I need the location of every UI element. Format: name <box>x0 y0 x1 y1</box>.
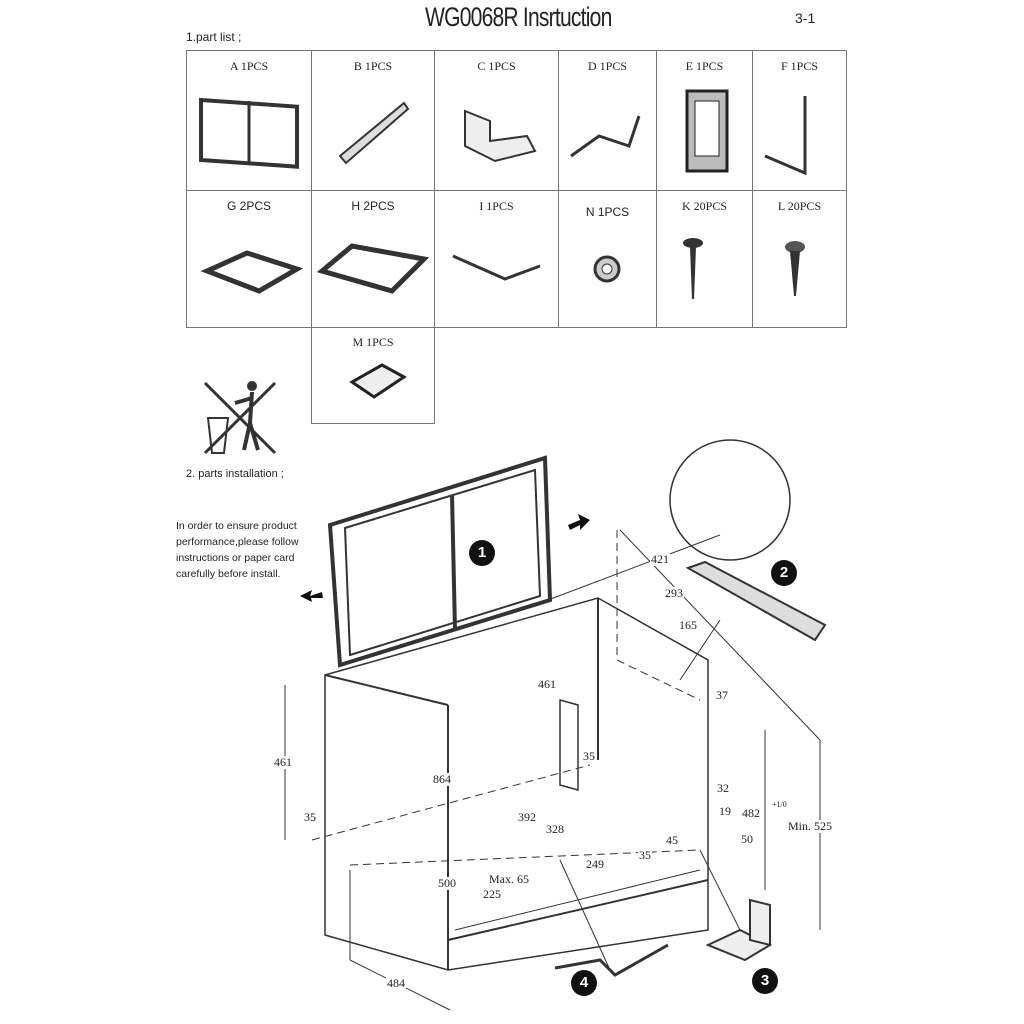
part-label: M 1PCS <box>352 335 394 349</box>
part-cell-m: M 1PCS <box>311 327 435 424</box>
dimension-label: 45 <box>665 833 679 847</box>
page-number: 3-1 <box>795 10 816 26</box>
part-cell-b: B 1PCS <box>311 50 435 191</box>
dimension-label: 35 <box>638 848 652 862</box>
dimension-label: 461 <box>273 755 293 769</box>
dimension-label: 421 <box>650 552 670 566</box>
installation-heading: 2. parts installation ; <box>186 468 284 480</box>
dimension-label: Max. 65 <box>488 872 530 886</box>
part-label: I 1PCS <box>479 199 514 213</box>
cover-icon <box>349 363 407 399</box>
dimension-label: 225 <box>482 887 502 901</box>
part-label: D 1PCS <box>587 59 628 73</box>
part-label: G 2PCS <box>226 199 271 213</box>
foam-frame-icon <box>200 250 304 294</box>
dimension-label: 35 <box>582 749 596 763</box>
dimension-label: 392 <box>517 810 537 824</box>
step-2-marker: 2 <box>771 560 797 586</box>
no-trash-icon <box>203 381 277 455</box>
step-3-marker: 3 <box>752 968 778 994</box>
dimension-label: 328 <box>545 822 565 836</box>
screw-icon <box>785 241 805 296</box>
installation-note: In order to ensure product performance,p… <box>176 520 299 580</box>
part-label: F 1PCS <box>780 59 819 73</box>
part-label: K 20PCS <box>681 199 728 213</box>
part-cell-i: I 1PCS <box>434 190 559 328</box>
part-cell-d: D 1PCS <box>558 50 657 191</box>
part-label: L 20PCS <box>777 199 822 213</box>
dimension-label: 32 <box>716 781 730 795</box>
part-cell-f: F 1PCS <box>752 50 847 191</box>
part-label: E 1PCS <box>685 59 724 73</box>
part-label: H 2PCS <box>351 199 395 213</box>
corner-bracket-icon <box>464 109 537 163</box>
dimension-label: 500 <box>437 876 457 890</box>
screw-icon <box>683 238 703 299</box>
page-title: WG0068R Insrtuction <box>425 2 612 32</box>
part-label: C 1PCS <box>477 59 516 73</box>
dimension-label: Min. 525 <box>787 819 834 833</box>
part-cell-g: G 2PCS <box>186 190 312 328</box>
dimension-label: +1/0 <box>771 798 788 811</box>
l-bracket-icon <box>764 96 807 176</box>
dimension-label: 293 <box>664 586 684 600</box>
strip-icon <box>452 254 541 281</box>
rod-icon <box>570 115 641 158</box>
dimension-label: 165 <box>678 618 698 632</box>
part-label: A 1PCS <box>229 59 269 73</box>
part-cell-a: A 1PCS <box>186 50 312 191</box>
dimension-label: 482 <box>741 806 761 820</box>
dimension-label: 37 <box>715 688 729 702</box>
dimension-label: 249 <box>585 857 605 871</box>
dimension-label: 50 <box>740 832 754 846</box>
dimension-label: 35 <box>303 810 317 824</box>
part-label: B 1PCS <box>353 59 393 73</box>
window-frame-icon <box>199 97 299 169</box>
grommet-icon <box>593 255 621 283</box>
part-cell-k: K 20PCS <box>656 190 753 328</box>
dimension-label: 864 <box>432 772 452 786</box>
dimension-label: 484 <box>386 976 406 990</box>
part-cell-e: E 1PCS <box>656 50 753 191</box>
dimension-label: 461 <box>537 677 557 691</box>
part-list-heading: 1.part list ; <box>186 30 242 44</box>
step-4-marker: 4 <box>571 970 597 996</box>
dimension-label: 19 <box>718 804 732 818</box>
part-cell-c: C 1PCS <box>434 50 559 191</box>
part-cell-n: N 1PCS <box>558 190 657 328</box>
step-1-marker: 1 <box>469 540 495 566</box>
foam-frame-icon <box>316 243 430 294</box>
part-cell-h: H 2PCS <box>311 190 435 328</box>
support-bracket-icon <box>338 101 410 165</box>
part-cell-l: L 20PCS <box>752 190 847 328</box>
side-panel-icon <box>685 89 729 173</box>
part-label: N 1PCS <box>585 205 630 219</box>
